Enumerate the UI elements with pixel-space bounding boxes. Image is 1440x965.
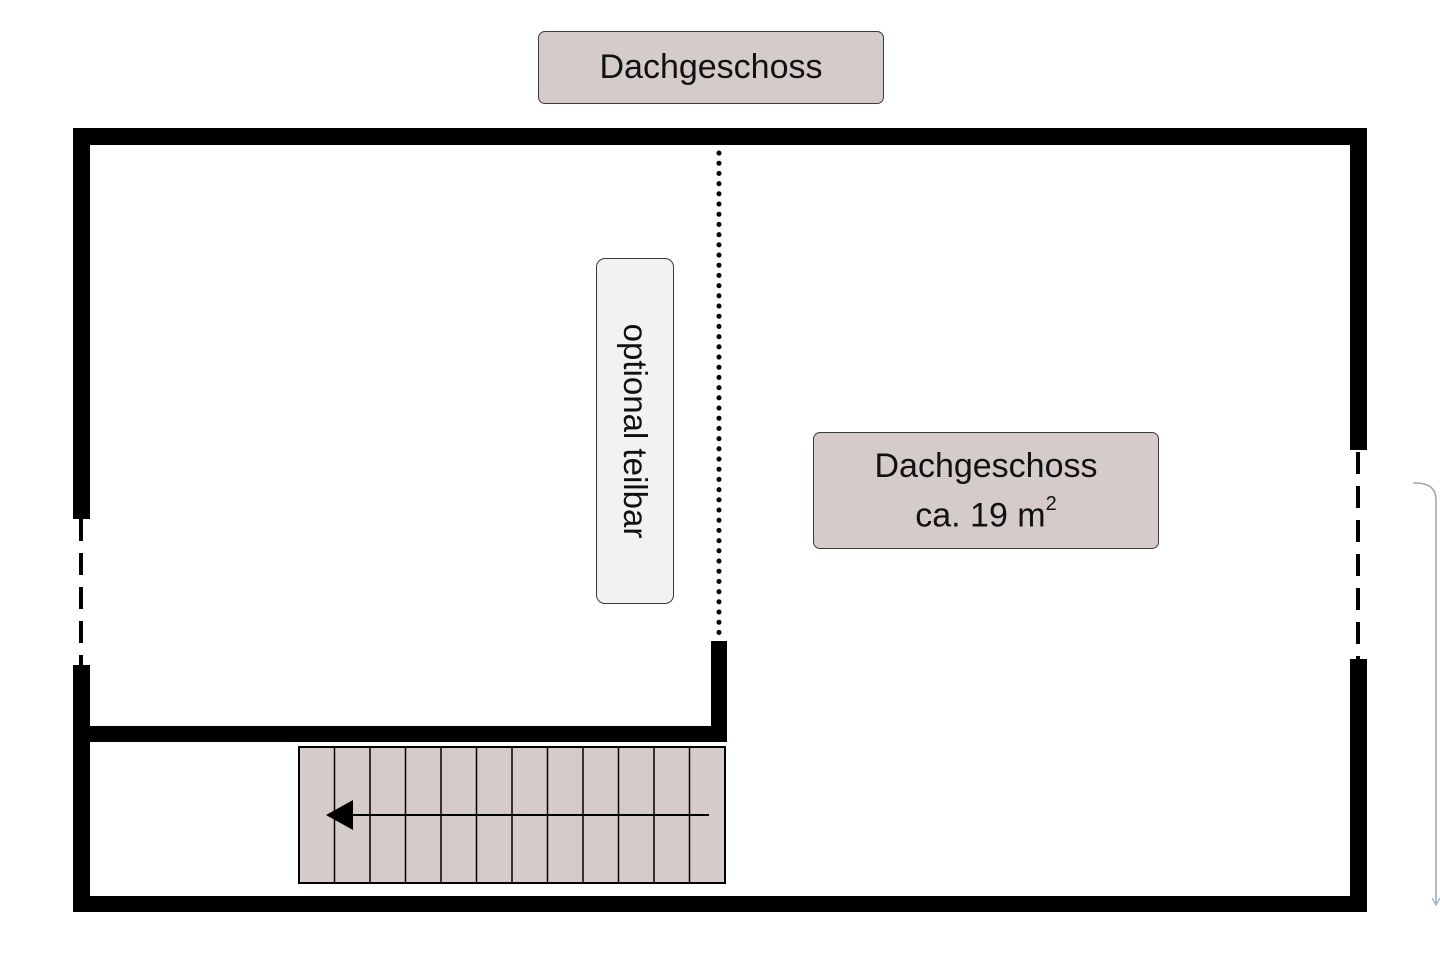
wall-right-upper: [1350, 128, 1367, 450]
room-area-value: ca. 19 m: [915, 496, 1046, 535]
room-name: Dachgeschoss: [874, 446, 1098, 485]
wall-right-lower: [1350, 659, 1367, 912]
interior-wall-horizontal: [73, 726, 727, 742]
floor-title-label: Dachgeschoss: [538, 31, 884, 104]
room-label: Dachgeschoss ca. 19 m2: [813, 432, 1159, 549]
scroll-arrow-icon: [1431, 897, 1440, 907]
room-area: ca. 19 m2: [915, 487, 1057, 536]
floor-title-text: Dachgeschoss: [599, 48, 823, 86]
staircase: [298, 746, 726, 884]
scroll-indicator[interactable]: [1412, 482, 1437, 903]
stair-arrow-icon: [326, 800, 353, 830]
wall-left-lower: [73, 665, 90, 912]
divider-note-text: optional teilbar: [617, 323, 654, 539]
room-area-unit-exponent: 2: [1045, 492, 1057, 515]
wall-top: [73, 128, 1367, 145]
divider-note: optional teilbar: [596, 258, 674, 604]
interior-wall-vertical: [711, 641, 727, 742]
wall-bottom: [73, 896, 1367, 912]
wall-left-upper: [73, 128, 90, 519]
